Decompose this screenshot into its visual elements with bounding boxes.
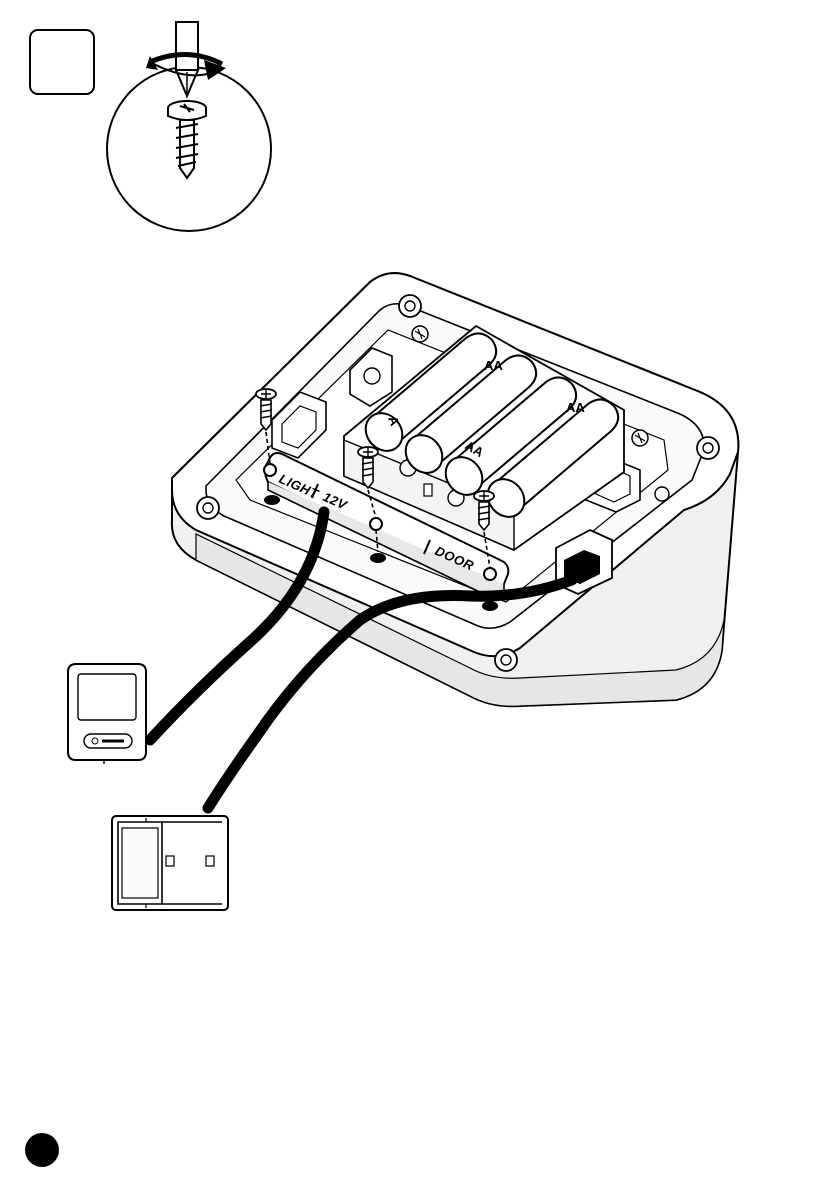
mounting-hole [370, 553, 386, 563]
mounting-hole [264, 495, 280, 505]
battery-label: AA [484, 358, 503, 373]
screw-icon [632, 430, 648, 446]
page-marker [25, 1133, 59, 1167]
mounting-hole [482, 601, 498, 611]
mounting-post [495, 649, 517, 671]
screw-icon [412, 326, 428, 342]
junction-box-icon [112, 816, 228, 910]
mounting-post [399, 295, 421, 317]
mounting-post [697, 437, 719, 459]
battery-label: AA [566, 400, 585, 415]
wall-switch-icon [68, 664, 146, 764]
screw-detail-callout [107, 22, 271, 231]
mounting-post [197, 497, 219, 519]
